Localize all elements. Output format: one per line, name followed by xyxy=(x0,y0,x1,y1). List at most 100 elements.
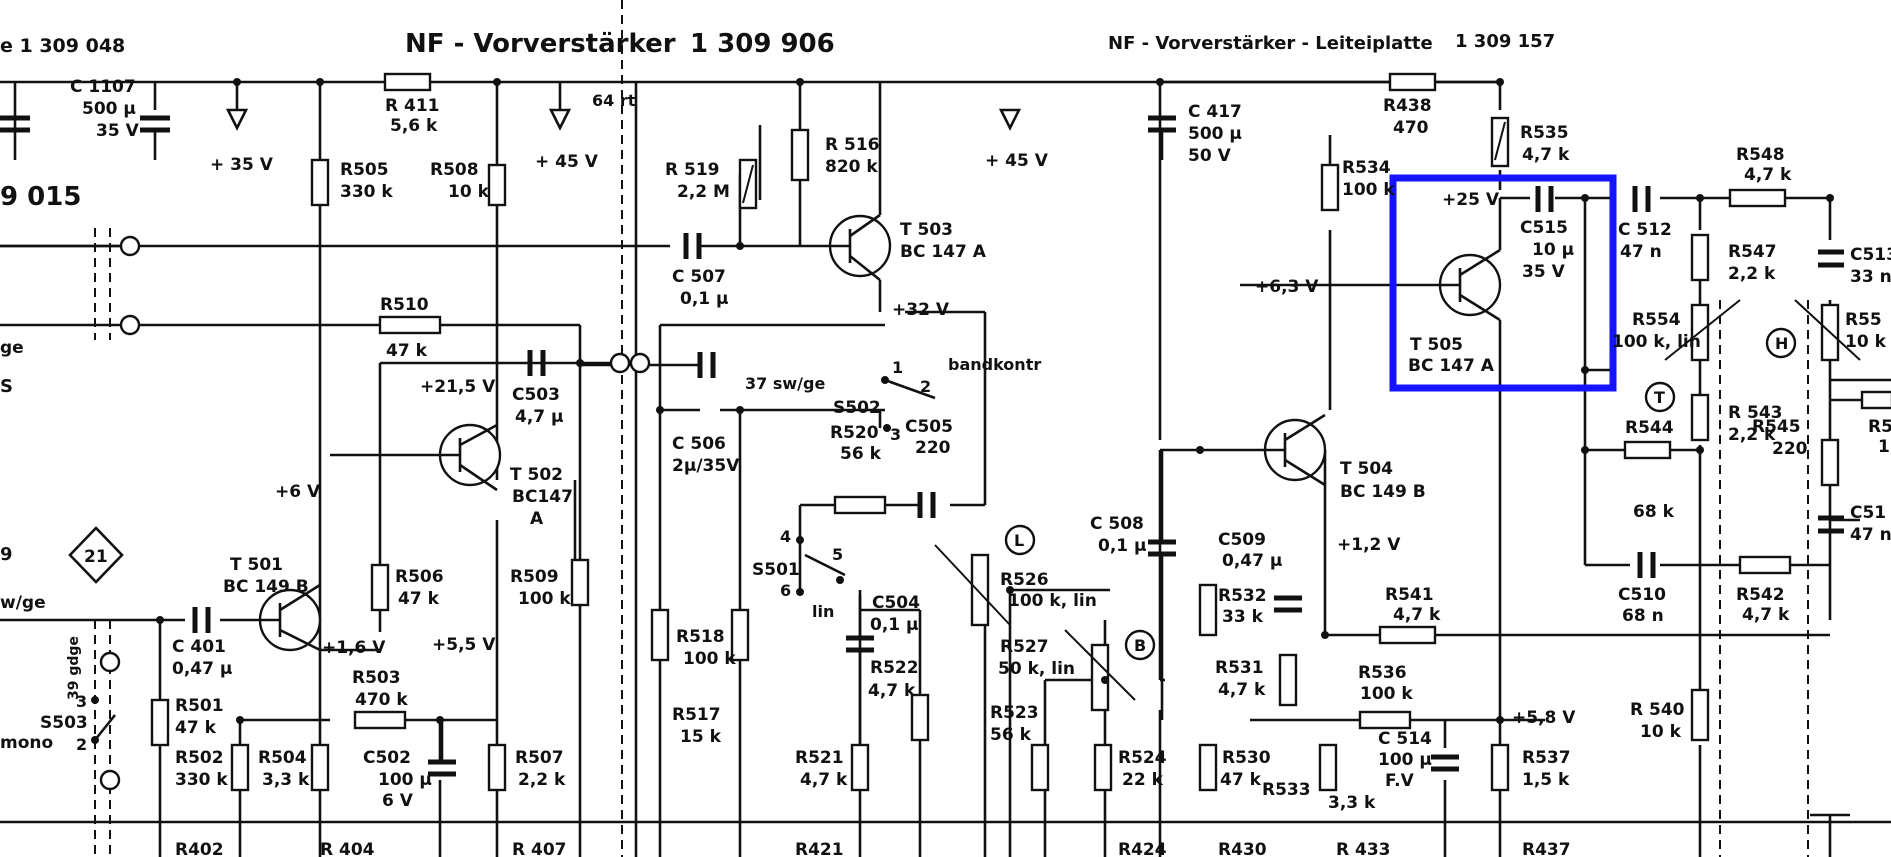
label-r520-val: 56 k xyxy=(840,444,882,464)
resistor-r521 xyxy=(850,743,870,792)
resistor-r530 xyxy=(1198,743,1218,792)
label-r55x-val: 10 k xyxy=(1845,332,1887,352)
resistor-r517 xyxy=(650,608,670,662)
label-r543-val: 2,2 k xyxy=(1728,425,1776,445)
label-c515-val: 10 μ xyxy=(1532,240,1574,260)
label-r522-ref: R522 xyxy=(870,658,919,678)
label-v215: +21,5 V xyxy=(420,377,496,397)
resistor-r516 xyxy=(790,128,810,182)
resistor-r504 xyxy=(310,743,330,792)
label-c417-volt: 50 V xyxy=(1188,146,1232,166)
label-t502-sub: A xyxy=(530,509,544,529)
label-lin: lin xyxy=(812,602,834,621)
label-r510-ref: R510 xyxy=(380,295,429,315)
capacitor-c512 xyxy=(1632,186,1651,212)
resistor-r541 xyxy=(1378,625,1437,645)
label-r527-ref: R527 xyxy=(1000,637,1049,657)
label-r438-val: 470 xyxy=(1393,118,1429,138)
label-r536-val: 100 k xyxy=(1360,684,1413,704)
label-c515-ref: C515 xyxy=(1520,218,1568,238)
label-r411-ref: R 411 xyxy=(385,96,440,116)
label-c514-val: 100 μ xyxy=(1378,750,1432,770)
label-r544-ref: R544 xyxy=(1625,418,1674,438)
label-v63: +6,3 V xyxy=(1255,277,1319,297)
label-r523-ref: R523 xyxy=(990,703,1039,723)
label-v32: +32 V xyxy=(892,300,950,320)
label-r519-val: 2,2 M xyxy=(677,182,730,202)
label-r504-ref: R504 xyxy=(258,748,307,768)
label-r522-val: 4,7 k xyxy=(868,681,916,701)
label-r533-val: 3,3 k xyxy=(1328,793,1376,813)
label-r519-ref: R 519 xyxy=(665,160,720,180)
resistor-r503 xyxy=(353,710,407,730)
label-s501: S501 xyxy=(752,560,800,580)
resistor-r411 xyxy=(383,72,432,92)
frag-21: 21 xyxy=(84,547,108,567)
resistor-r520 xyxy=(833,495,887,515)
frag-ge: ge xyxy=(0,338,24,358)
label-v58: +5,8 V xyxy=(1512,708,1576,728)
label-r540-ref: R 540 xyxy=(1630,700,1685,720)
label-v25: +25 V xyxy=(1442,190,1500,210)
label-c417-val: 500 μ xyxy=(1188,124,1242,144)
label-r530-ref: R530 xyxy=(1222,748,1271,768)
resistor-r534 xyxy=(1320,163,1340,212)
label-r508-val: 10 k xyxy=(448,182,490,202)
label-r55x-ref: R55 xyxy=(1845,310,1882,330)
label-c514-ref: C 514 xyxy=(1378,729,1432,749)
resistor-r523 xyxy=(1030,743,1050,792)
capacitor-c509 xyxy=(1274,595,1302,613)
label-c401-val: 0,47 μ xyxy=(172,659,232,679)
resistor-r542 xyxy=(1738,555,1792,575)
label-sw5: 5 xyxy=(832,545,843,564)
label-c504-val: 0,1 μ xyxy=(870,615,919,635)
label-t503-ref: T 503 xyxy=(900,220,953,240)
label-r530-val: 47 k xyxy=(1220,770,1262,790)
label-sw2: 2 xyxy=(920,377,931,396)
label-c506-ref: C 506 xyxy=(672,434,726,454)
label-r545-ref: R545 xyxy=(1752,417,1801,437)
label-r520-ref: R520 xyxy=(830,423,879,443)
capacitor-c507 xyxy=(683,233,702,259)
label-v16: +1,6 V xyxy=(322,638,386,658)
label-r437: R437 xyxy=(1522,840,1571,857)
label-r547-ref: R547 xyxy=(1728,242,1777,262)
label-c509-val: 0,47 μ xyxy=(1222,551,1282,571)
resistor-r506 xyxy=(370,563,390,612)
label-c505-ref: C505 xyxy=(905,417,953,437)
label-c515-volt: 35 V xyxy=(1522,262,1566,282)
label-c503-ref: C503 xyxy=(512,385,560,405)
resistor-r532 xyxy=(1198,583,1218,637)
label-t501-ref: T 501 xyxy=(230,555,283,575)
capacitor-c503 xyxy=(527,350,546,376)
label-r521-val: 4,7 k xyxy=(800,770,848,790)
label-r540-val: 10 k xyxy=(1640,722,1682,742)
frag-2: 2 xyxy=(76,735,87,754)
label-r424: R424 xyxy=(1118,840,1167,857)
capacitor-c502 xyxy=(428,720,456,777)
resistor-r522 xyxy=(910,693,930,742)
label-r438-ref: R438 xyxy=(1383,96,1432,116)
label-r509-val: 100 k xyxy=(518,589,571,609)
label-v45a: + 45 V xyxy=(535,152,599,172)
label-r547-val: 2,2 k xyxy=(1728,264,1776,284)
label-sw4: 4 xyxy=(780,527,791,546)
frag-s503: S503 xyxy=(40,713,88,733)
label-r521-ref: R521 xyxy=(795,748,844,768)
label-r518-val: 100 k xyxy=(683,649,736,669)
label-r501-ref: R501 xyxy=(175,696,224,716)
header-right-title: NF - Vorverstärker - Leiteiplatte xyxy=(1108,33,1433,54)
label-r524-ref: R524 xyxy=(1118,748,1167,768)
header-center-title: NF - Vorverstärker xyxy=(405,29,676,59)
label-t502-ref: T 502 xyxy=(510,465,563,485)
label-v35: + 35 V xyxy=(210,155,274,175)
capacitor-c504 xyxy=(846,590,874,745)
frag-39: 39 gdge xyxy=(66,636,82,700)
resistor-r505 xyxy=(310,158,330,207)
label-r543-ref: R 543 xyxy=(1728,403,1783,423)
header-right-number: 1 309 157 xyxy=(1455,31,1555,52)
capacitor-c514 xyxy=(1431,754,1459,772)
capacitor-c505 xyxy=(917,492,936,518)
header-left-fragment: e 1 309 048 xyxy=(0,35,125,57)
